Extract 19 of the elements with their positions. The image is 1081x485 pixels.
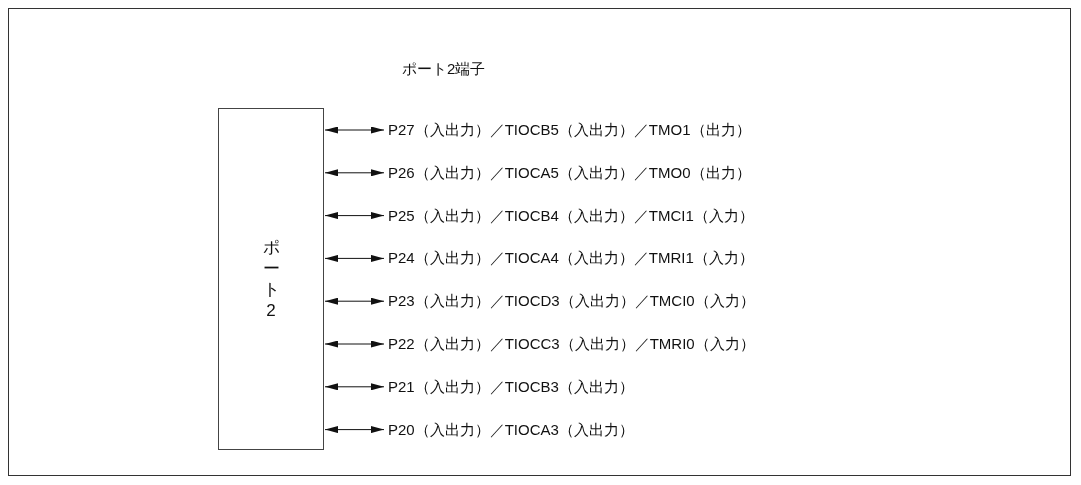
double-arrow <box>324 340 385 348</box>
double-arrow <box>324 254 385 262</box>
pin-label: P25（入出力）／TIOCB4（入出力）／TMCI1（入力） <box>388 205 754 226</box>
port-label: ポート2 <box>262 236 280 322</box>
pin-label: P21（入出力）／TIOCB3（入出力） <box>388 376 634 397</box>
pin-label: P24（入出力）／TIOCA4（入出力）／TMRI1（入力） <box>388 248 754 269</box>
diagram-title: ポート2端子 <box>402 60 486 79</box>
double-arrow <box>324 126 385 134</box>
double-arrow <box>324 426 385 434</box>
double-arrow <box>324 297 385 305</box>
pin-label: P27（入出力）／TIOCB5（入出力）／TMO1（出力） <box>388 120 751 140</box>
pin-label: P22（入出力）／TIOCC3（入出力）／TMRI0（入力） <box>388 334 755 354</box>
pin-label: P20（入出力）／TIOCA3（入出力） <box>388 419 634 440</box>
double-arrow <box>324 212 385 220</box>
pin-label: P23（入出力）／TIOCD3（入出力）／TMCI0（入力） <box>388 291 755 312</box>
double-arrow <box>324 169 385 177</box>
pin-label: P26（入出力）／TIOCA5（入出力）／TMO0（出力） <box>388 162 751 183</box>
port-block <box>218 108 324 450</box>
double-arrow <box>324 383 385 391</box>
